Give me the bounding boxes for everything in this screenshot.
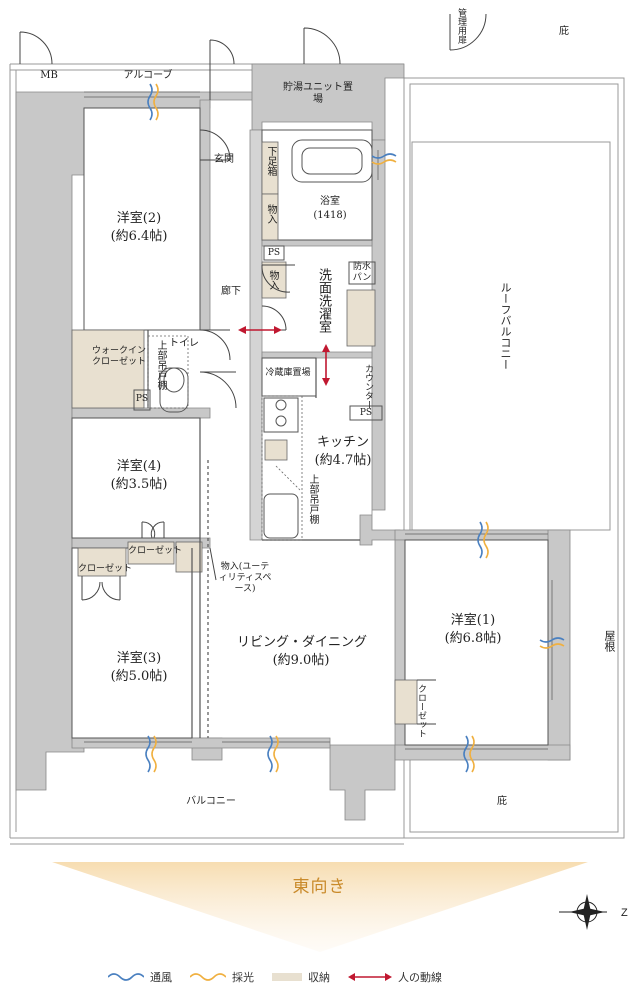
label-toilet: トイレ — [169, 338, 199, 349]
room-living-size: (約9.0帖) — [272, 653, 330, 668]
label-washroom: 洗面洗濯室 — [316, 268, 331, 333]
wind-icon — [108, 973, 144, 981]
label-eaves-top: 庇 — [559, 26, 569, 37]
doors — [19, 13, 487, 725]
label-alcove: アルコーブ — [123, 70, 173, 81]
legend-storage-label: 収納 — [308, 971, 330, 984]
rooms-area — [71, 107, 549, 746]
room-kitchen-name: キッチン — [316, 435, 369, 450]
orientation-fan — [52, 862, 588, 952]
room-western-1-size: (約6.8帖) — [444, 631, 502, 646]
windows — [84, 91, 553, 750]
label-storage-entrance: 物入 — [265, 204, 276, 224]
light-icon — [190, 973, 226, 981]
svg-text:Z: Z — [621, 907, 628, 919]
room-bath-size: (1418) — [313, 210, 347, 221]
label-ps-1: PS — [267, 248, 281, 258]
legend-ventilation-label: 通風 — [150, 971, 172, 984]
orientation-label: 東向き — [292, 877, 347, 897]
label-balcony: バルコニー — [186, 796, 236, 807]
label-ps-3: PS — [359, 408, 373, 418]
label-upper-shelf-kitchen: 上部吊戸棚 — [307, 474, 318, 524]
label-ps-2: PS — [135, 394, 149, 404]
legend-flow: 人の動線 — [348, 969, 442, 985]
label-waterproof-pan: 防水パン — [352, 262, 372, 283]
legend-daylight-label: 採光 — [232, 971, 254, 984]
room-western-2-size: (約6.4帖) — [110, 229, 168, 244]
daylight-indicators — [151, 83, 565, 773]
room-western-3-name: 洋室(3) — [116, 651, 162, 666]
legend-ventilation: 通風 — [108, 969, 172, 985]
label-upper-shelf-toilet: 上部吊戸棚 — [155, 340, 166, 390]
legend: 通風 採光 収納 人の動線 — [108, 962, 528, 992]
room-western-1-name: 洋室(1) — [450, 613, 496, 628]
compass-icon: Z — [559, 894, 628, 930]
label-storage-wash: 物入 — [267, 270, 278, 290]
label-water-heater: 貯湯ユニット置場 — [283, 82, 353, 105]
label-management-storage: 管理用扉 — [456, 8, 466, 44]
label-closet-3: クローゼット — [416, 684, 426, 738]
label-fridge: 冷蔵庫置場 — [265, 368, 311, 378]
label-mb: MB — [40, 70, 58, 81]
legend-flow-label: 人の動線 — [398, 971, 442, 984]
fixtures — [133, 139, 383, 539]
label-entrance: 玄関 — [214, 154, 234, 165]
label-closet-1: クローゼット — [128, 546, 183, 556]
room-kitchen-size: (約4.7帖) — [314, 453, 372, 468]
label-roof-balcony: ルーフバルコニー — [499, 282, 512, 370]
room-bath-name: 浴室 — [320, 196, 340, 207]
room-living-name: リビング・ダイニング — [236, 635, 367, 650]
label-closet-2: クローゼット — [78, 564, 133, 574]
label-hallway: 廊下 — [221, 286, 241, 297]
flow-arrows — [238, 326, 330, 386]
ventilation-indicators — [145, 83, 565, 773]
label-walkin-closet: ウォークインクローゼット — [92, 346, 147, 367]
label-roof: 屋根 — [603, 630, 616, 652]
room-western-2-name: 洋室(2) — [116, 211, 162, 226]
room-western-4-name: 洋室(4) — [116, 459, 162, 474]
double-arrow-icon — [348, 973, 392, 981]
storage-areas — [71, 141, 418, 725]
room-western-4-size: (約3.5帖) — [110, 477, 168, 492]
label-counter: カウンター — [363, 364, 373, 409]
legend-daylight: 採光 — [190, 969, 254, 985]
hanging-shelf-outline — [147, 335, 303, 541]
label-shoe-box: 下足箱 — [265, 146, 276, 176]
room-western-3-size: (約5.0帖) — [110, 669, 168, 684]
label-utility-storage: 物入(ユーティリティスペース) — [218, 562, 272, 594]
storage-swatch-icon — [272, 973, 302, 981]
legend-storage: 収納 — [272, 969, 330, 985]
label-eaves-bottom: 庇 — [497, 796, 507, 807]
